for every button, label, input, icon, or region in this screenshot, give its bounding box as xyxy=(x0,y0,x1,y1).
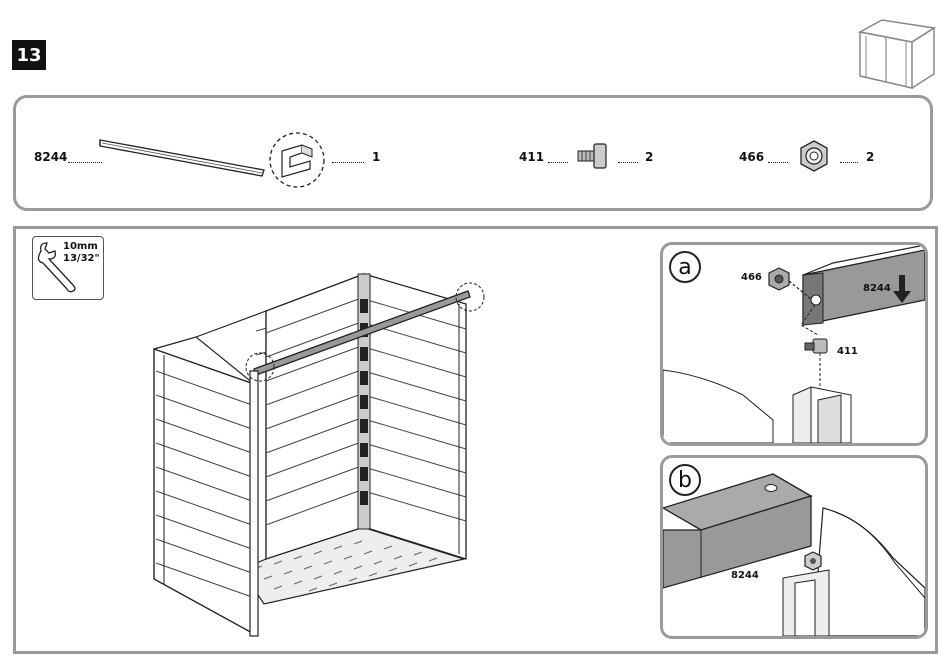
leader-dots xyxy=(618,162,638,163)
detail-a-label-411: 411 xyxy=(837,346,858,357)
detail-b-label-8244: 8244 xyxy=(731,570,759,581)
leader-dots xyxy=(840,162,858,163)
detail-a-panel: a 466 8244 411 xyxy=(660,242,928,446)
detail-a-letter: a xyxy=(669,251,701,283)
detail-a-label-8244: 8244 xyxy=(863,283,891,294)
leader-dots xyxy=(332,162,364,163)
part-qty-466: 2 xyxy=(866,150,874,164)
detail-b-letter: b xyxy=(669,464,701,496)
parts-panel: 8244 1 411 2 466 xyxy=(13,95,933,211)
assembly-panel: 10mm 13/32" xyxy=(13,226,938,654)
part-code-466: 466 xyxy=(739,150,764,164)
nut-466-icon xyxy=(796,138,832,174)
tool-size-in: 13/32" xyxy=(63,253,100,264)
detail-b-panel: b 8244 xyxy=(660,455,928,639)
leader-dots xyxy=(548,162,568,163)
shed-thumbnail-icon xyxy=(852,14,936,92)
rail-8244-icon xyxy=(98,136,268,184)
rail-profile-zoom-icon xyxy=(268,131,328,189)
tool-size-mm: 10mm xyxy=(63,241,98,252)
step-number: 13 xyxy=(12,40,46,70)
part-qty-411: 2 xyxy=(645,150,653,164)
part-qty-8244: 1 xyxy=(372,150,380,164)
leader-dots xyxy=(768,162,788,163)
bolt-411-icon xyxy=(574,141,612,171)
shed-assembly-illustration xyxy=(134,259,494,639)
leader-dots xyxy=(68,162,102,163)
wrench-tool-box: 10mm 13/32" xyxy=(32,236,104,300)
detail-a-illustration xyxy=(663,245,925,443)
part-code-8244: 8244 xyxy=(34,150,67,164)
part-code-411: 411 xyxy=(519,150,544,164)
detail-a-label-466: 466 xyxy=(741,272,762,283)
detail-b-illustration xyxy=(663,458,925,636)
